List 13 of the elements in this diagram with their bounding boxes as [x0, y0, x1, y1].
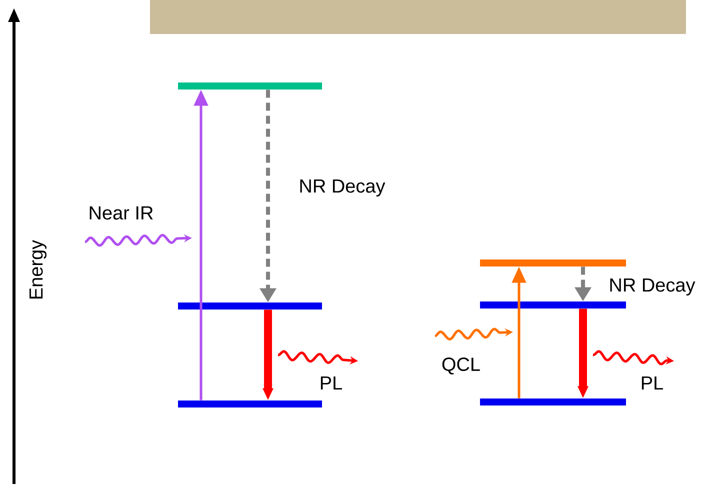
label: Energy	[30, 240, 46, 299]
label: PL	[320, 376, 342, 390]
energy-level	[178, 302, 322, 310]
edge-label: NR Decay	[298, 178, 386, 198]
energy-level	[178, 82, 322, 90]
energy-level	[480, 302, 626, 308]
edge-label: NR Decay	[608, 277, 696, 296]
energy-level	[480, 398, 626, 406]
energy-level	[178, 400, 322, 408]
label: PL	[642, 376, 663, 390]
label: QCL	[442, 358, 480, 374]
energy-level	[480, 260, 626, 266]
label: Near IR	[90, 206, 153, 220]
